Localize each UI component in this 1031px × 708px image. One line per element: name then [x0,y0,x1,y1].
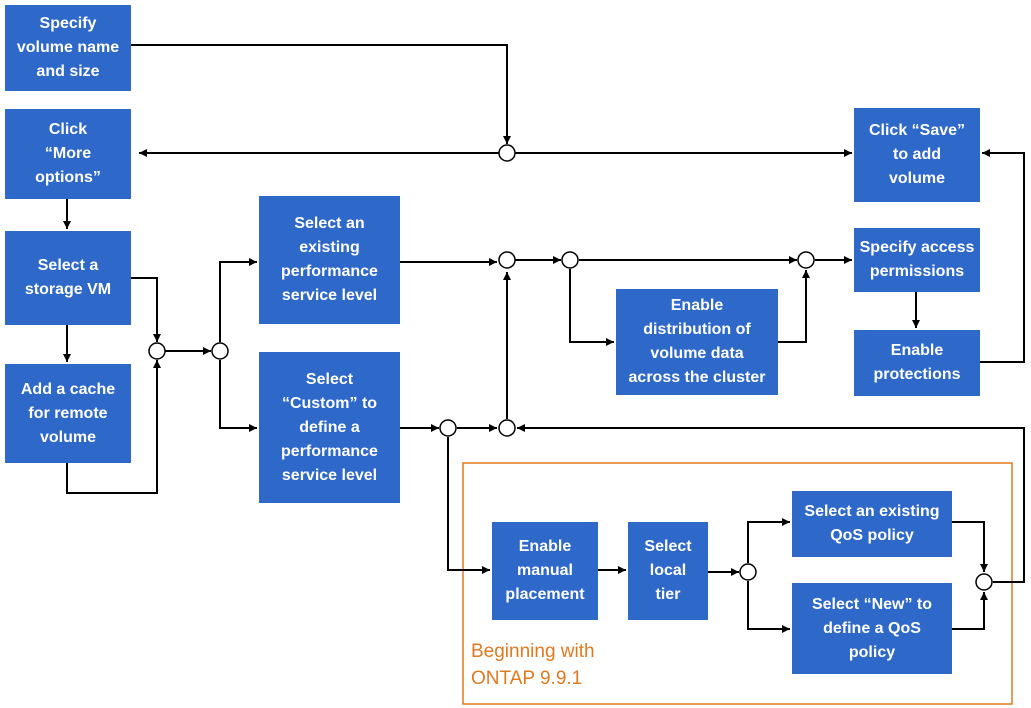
arrow-to-custom-psl [219,360,257,432]
enable-manual-placement-box: Enable manual placement [492,522,598,620]
select-storage-vm-box: Select a storage VM [5,231,131,325]
arrow-to-existing-psl [219,258,257,342]
junction-qos-merge [975,573,993,591]
junction-distribution-merge [797,251,815,269]
select-existing-qos-box: Select an existing QoS policy [792,491,952,557]
junction-psl-merge [498,251,516,269]
arrow-to-existing-qos [747,518,790,563]
select-local-tier-box: Select local tier [628,522,708,620]
add-cache-box: Add a cache for remote volume [5,364,131,463]
arrow-storage-vm-to-junction [131,277,161,342]
arrow-protections-to-save [980,149,1025,363]
ontap-991-group-border [462,462,1013,705]
enable-protections-box: Enable protections [854,330,980,396]
junction-qos-split [739,563,757,581]
arrow-to-new-qos [747,581,790,633]
arrow-new-qos-to-junction [952,592,988,630]
arrow-specify-to-junction [131,44,511,144]
arrow-qos-back-to-merge [517,424,1025,583]
select-existing-psl-box: Select an existing performance service l… [259,196,400,324]
click-save-box: Click “Save” to add volume [854,108,980,202]
select-new-qos-box: Select “New” to define a QoS policy [792,583,952,674]
specify-access-box: Specify access permissions [854,228,980,292]
arrow-cache-to-junction [66,360,161,494]
arrow-existing-qos-to-junction [952,521,988,572]
arrow-distribution-to-junction [778,270,810,343]
click-more-options-box: Click “More options” [5,109,131,199]
junction-vm-cache [148,342,166,360]
junction-top [498,144,516,162]
specify-volume-box: Specify volume name and size [5,5,131,91]
arrow-to-distribution [569,269,614,346]
arrow-to-manual-placement [447,437,490,574]
ontap-version-label: Beginning with ONTAP 9.9.1 [471,641,595,689]
select-custom-psl-box: Select “Custom” to define a performance … [259,352,400,503]
junction-custom-split [439,419,457,437]
junction-psl-split [211,342,229,360]
junction-custom-merge [498,419,516,437]
junction-distribution-split [561,251,579,269]
enable-distribution-box: Enable distribution of volume data acros… [616,289,778,395]
